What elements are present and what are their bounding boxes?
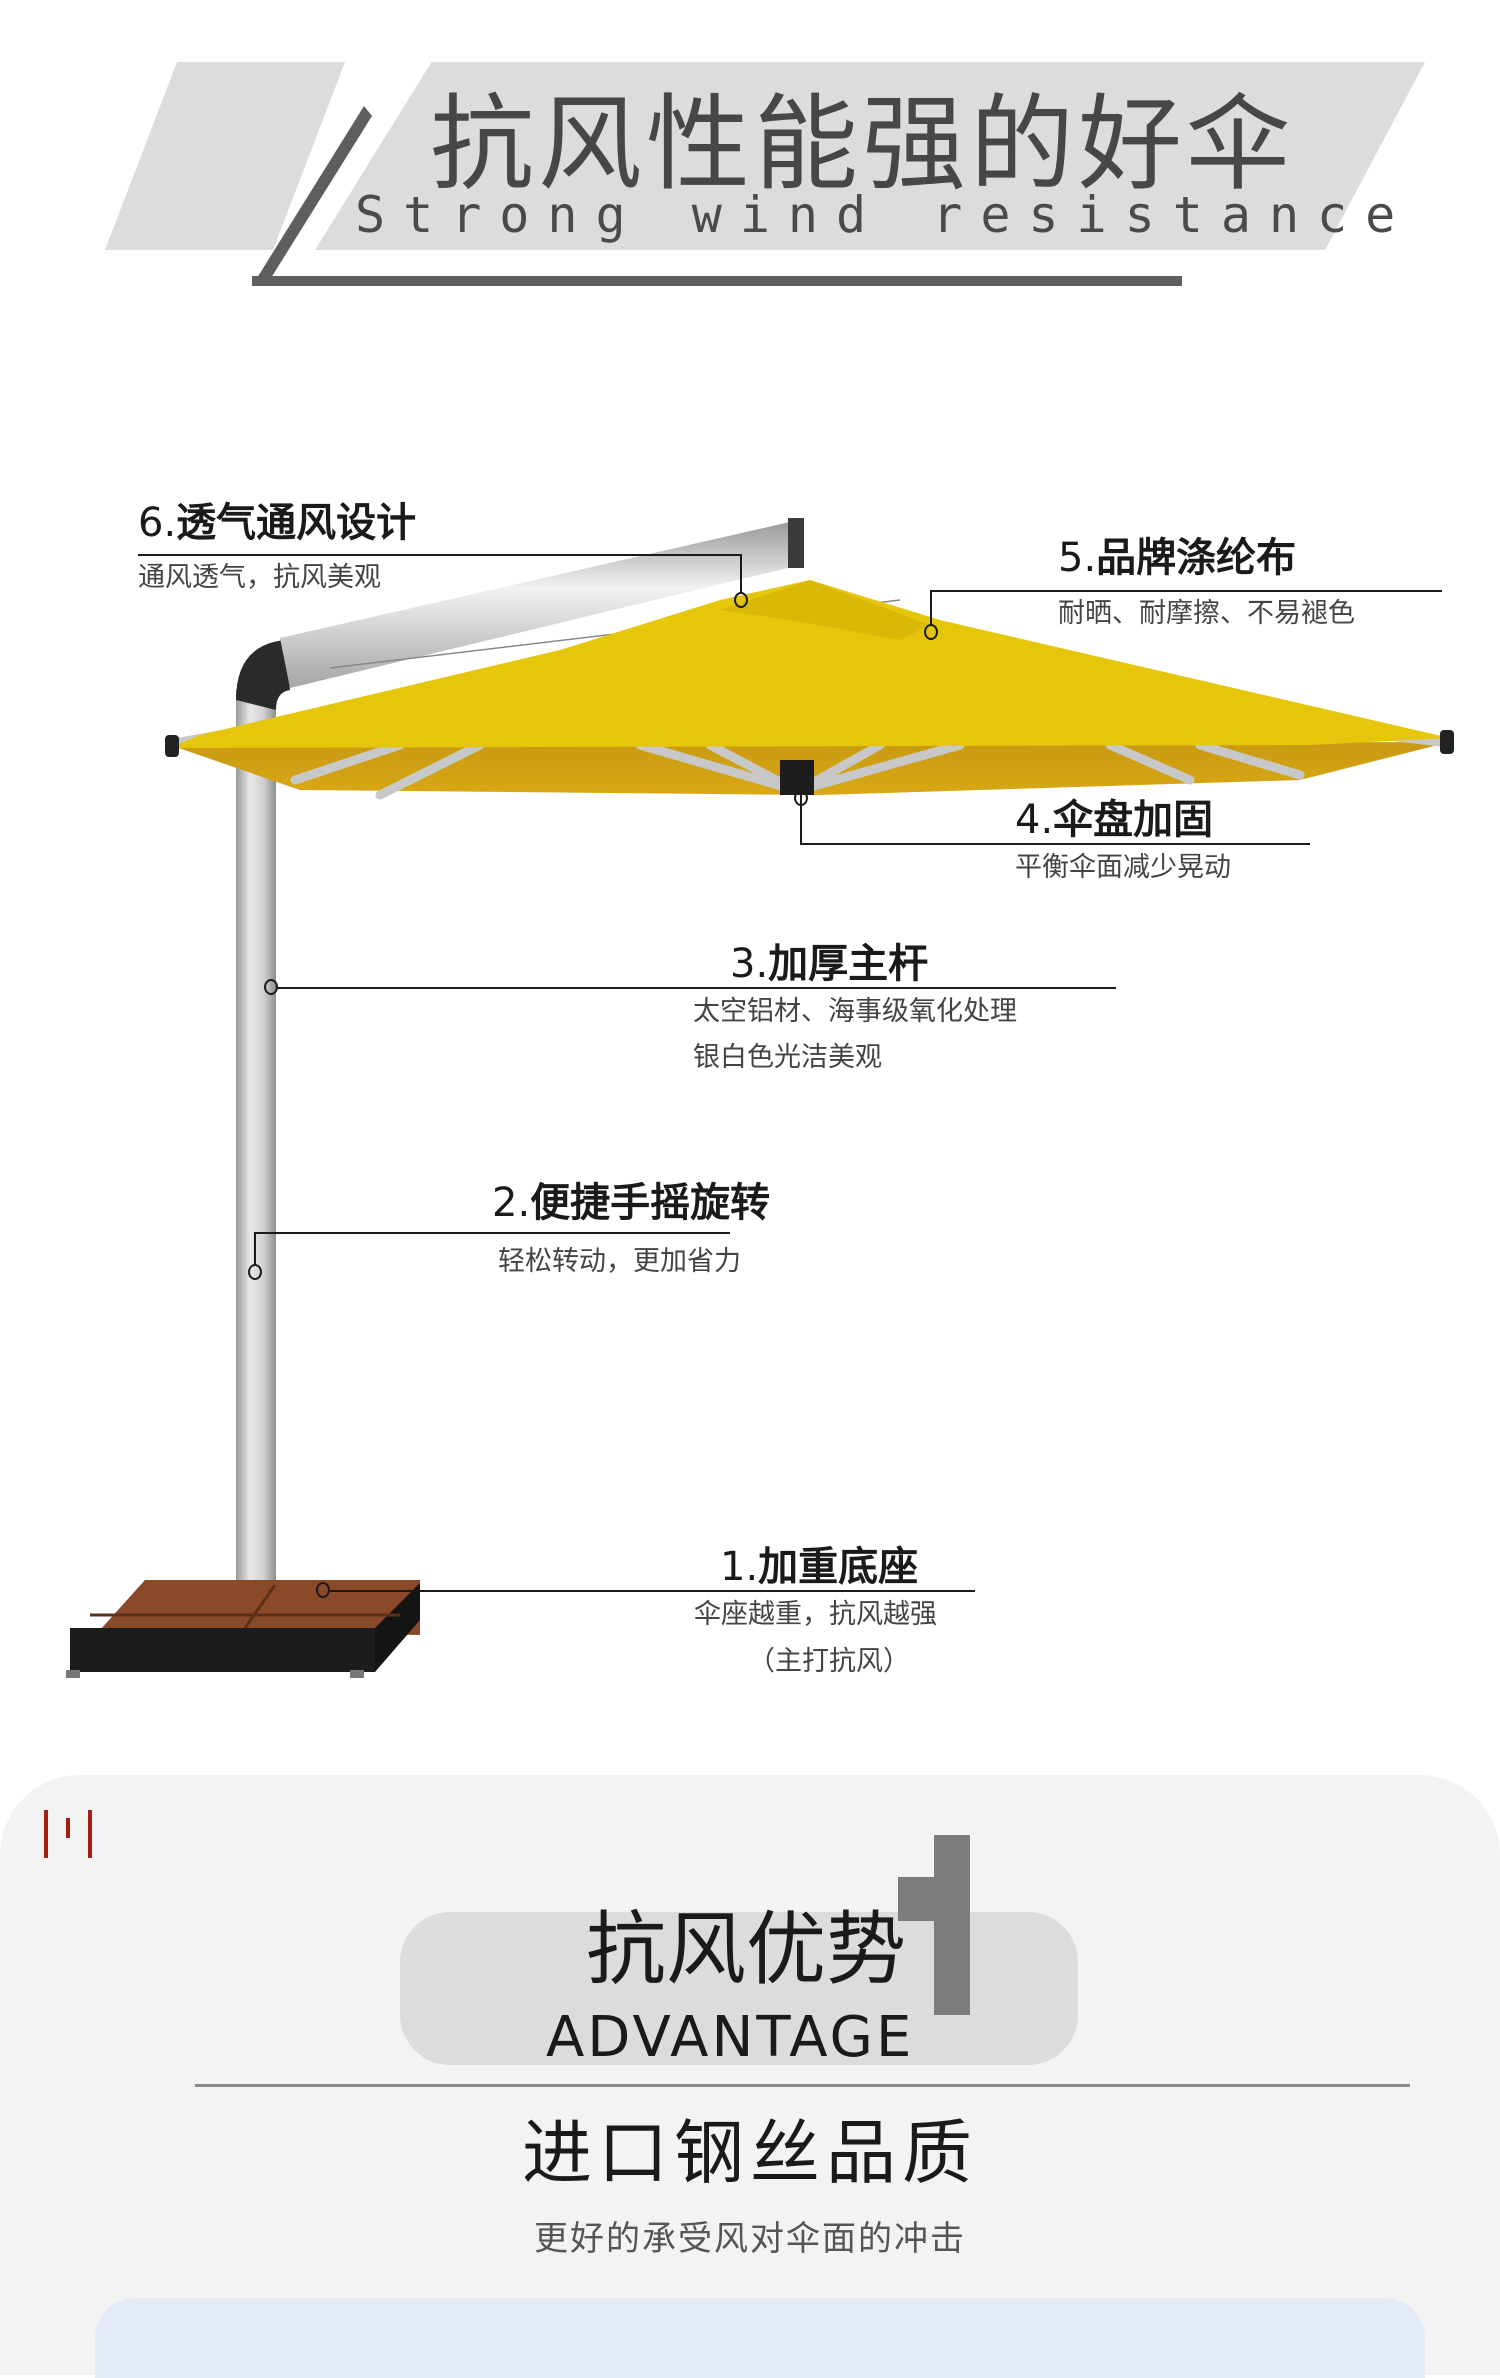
umbrella-illustration xyxy=(66,518,1454,1678)
feature-1-leader-line xyxy=(330,1590,975,1592)
advantage-number-bar xyxy=(934,1835,970,2015)
feature-4-leader-drop xyxy=(800,792,802,844)
feature-5-leader-drop xyxy=(930,590,932,626)
feature-4-desc: 平衡伞面减少晃动 xyxy=(1015,852,1231,883)
feature-6-leader-drop xyxy=(740,554,742,594)
page-title: 抗风性能强的好伞 xyxy=(430,83,1295,205)
feature-6-desc: 通风透气，抗风美观 xyxy=(138,562,381,593)
feature-3-leader-line xyxy=(276,987,1116,989)
feature-1-title: 1.加重底座 xyxy=(720,1544,919,1590)
feature-2-leader-drop xyxy=(254,1232,256,1266)
feature-4-leader-line xyxy=(800,843,1310,845)
advantage-number-notch xyxy=(898,1877,938,1921)
feature-2-marker-icon xyxy=(248,1264,262,1280)
header-underline xyxy=(252,276,1182,286)
feature-2-leader-line xyxy=(254,1232,730,1234)
advantage-panel xyxy=(0,1775,1500,2375)
next-card xyxy=(95,2298,1425,2378)
feature-6-marker-icon xyxy=(734,592,748,608)
feature-4-marker-icon xyxy=(794,790,808,806)
feature-6-leader-line xyxy=(138,554,742,556)
feature-2-desc: 轻松转动，更加省力 xyxy=(498,1246,741,1277)
red-stripes-icon xyxy=(44,1810,92,1858)
header-band xyxy=(315,62,1425,250)
feature-5-marker-icon xyxy=(924,624,938,640)
header-slash-line xyxy=(252,106,372,286)
feature-5-leader-line xyxy=(930,590,1442,592)
feature-subheading: 更好的承受风对伞面的冲击 xyxy=(534,2219,966,2259)
feature-1-marker-icon xyxy=(316,1582,330,1598)
feature-4-title: 4.伞盘加固 xyxy=(1015,797,1214,843)
feature-heading: 进口钢丝品质 xyxy=(522,2112,978,2194)
feature-1-desc-1: 伞座越重，抗风越强 xyxy=(694,1599,937,1630)
advantage-title: 抗风优势 xyxy=(586,1903,906,1996)
feature-3-desc-1: 太空铝材、海事级氧化处理 xyxy=(693,996,1017,1027)
feature-1-desc-2: （主打抗风） xyxy=(748,1646,910,1677)
feature-5-title: 5.品牌涤纶布 xyxy=(1058,535,1297,581)
advantage-title-en: ADVANTAGE xyxy=(546,2005,915,2070)
section-divider xyxy=(195,2084,1410,2087)
feature-3-desc-2: 银白色光洁美观 xyxy=(693,1042,882,1073)
page-subtitle: Strong wind resistance xyxy=(355,186,1414,244)
feature-3-title: 3.加厚主杆 xyxy=(730,941,929,987)
feature-2-title: 2.便捷手摇旋转 xyxy=(492,1180,771,1226)
feature-6-title: 6.透气通风设计 xyxy=(138,500,417,546)
feature-5-desc: 耐晒、耐摩擦、不易褪色 xyxy=(1058,598,1355,629)
